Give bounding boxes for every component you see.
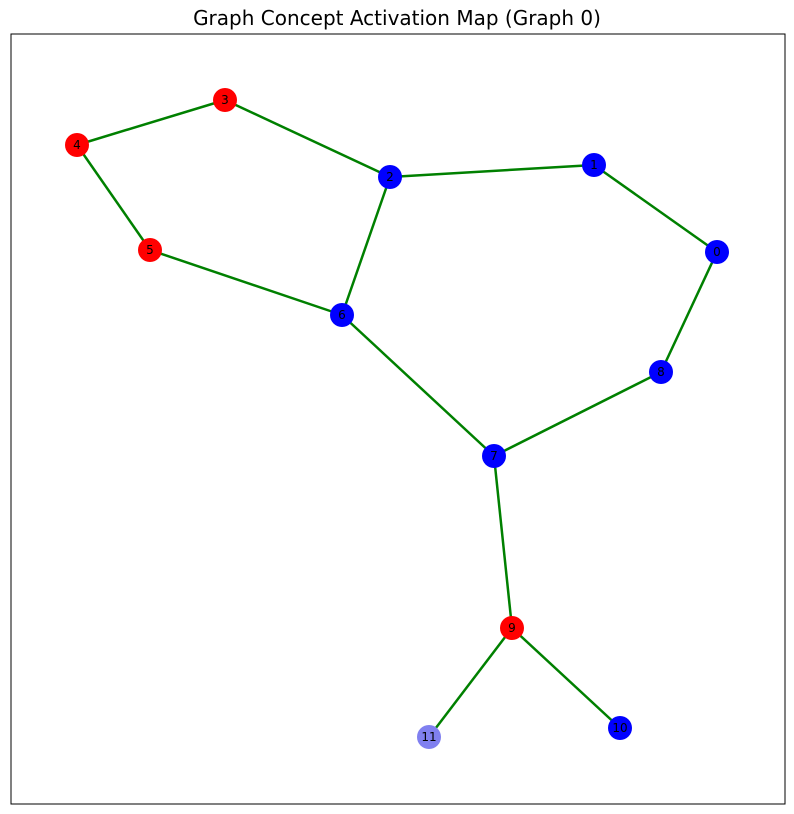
nodes-layer: 0 1 2 3 4 5 6 7 8 9 10 11: [65, 88, 729, 749]
node-circle-11: [417, 725, 441, 749]
edge-0-1: [593, 163, 718, 254]
graph-node-10: 10: [608, 716, 632, 740]
node-circle-7: [482, 444, 506, 468]
graph-node-7: 7: [482, 444, 506, 468]
edge-2-3: [224, 98, 391, 179]
node-label-0: 0: [713, 245, 721, 259]
edge-7-8: [493, 370, 662, 458]
graph-node-6: 6: [330, 303, 354, 327]
graph-node-0: 0: [705, 240, 729, 264]
node-circle-0: [705, 240, 729, 264]
node-label-11: 11: [421, 730, 436, 744]
node-label-1: 1: [590, 158, 598, 172]
node-label-4: 4: [73, 138, 81, 152]
node-circle-1: [582, 153, 606, 177]
edge-7-9: [492, 455, 514, 629]
edge-9-10: [511, 627, 621, 729]
node-label-2: 2: [386, 170, 394, 184]
plot-frame: [10, 33, 786, 805]
node-circle-6: [330, 303, 354, 327]
node-circle-4: [65, 133, 89, 157]
node-circle-3: [213, 88, 237, 112]
graph-node-9: 9: [500, 616, 524, 640]
graph-node-4: 4: [65, 133, 89, 157]
figure-title: Graph Concept Activation Map (Graph 0): [193, 6, 601, 30]
edge-6-7: [341, 314, 495, 457]
node-label-8: 8: [657, 365, 665, 379]
node-circle-2: [378, 165, 402, 189]
graph-node-8: 8: [649, 360, 673, 384]
node-label-10: 10: [612, 721, 627, 735]
graph-node-1: 1: [582, 153, 606, 177]
node-circle-9: [500, 616, 524, 640]
edge-1-2: [389, 163, 595, 179]
edges-layer: [75, 98, 719, 738]
edge-3-4: [76, 98, 226, 147]
graph-node-11: 11: [417, 725, 441, 749]
node-label-6: 6: [338, 308, 346, 322]
node-circle-5: [138, 238, 162, 262]
edge-2-6: [340, 176, 392, 316]
node-label-3: 3: [221, 93, 229, 107]
graph-node-5: 5: [138, 238, 162, 262]
node-circle-10: [608, 716, 632, 740]
node-circle-8: [649, 360, 673, 384]
graph-node-3: 3: [213, 88, 237, 112]
edge-5-6: [149, 248, 343, 317]
node-label-5: 5: [146, 243, 154, 257]
edge-8-0: [659, 251, 719, 373]
node-label-9: 9: [508, 621, 516, 635]
graph-node-2: 2: [378, 165, 402, 189]
edge-9-11: [428, 627, 513, 738]
edge-4-5: [75, 144, 152, 251]
node-label-7: 7: [490, 449, 498, 463]
